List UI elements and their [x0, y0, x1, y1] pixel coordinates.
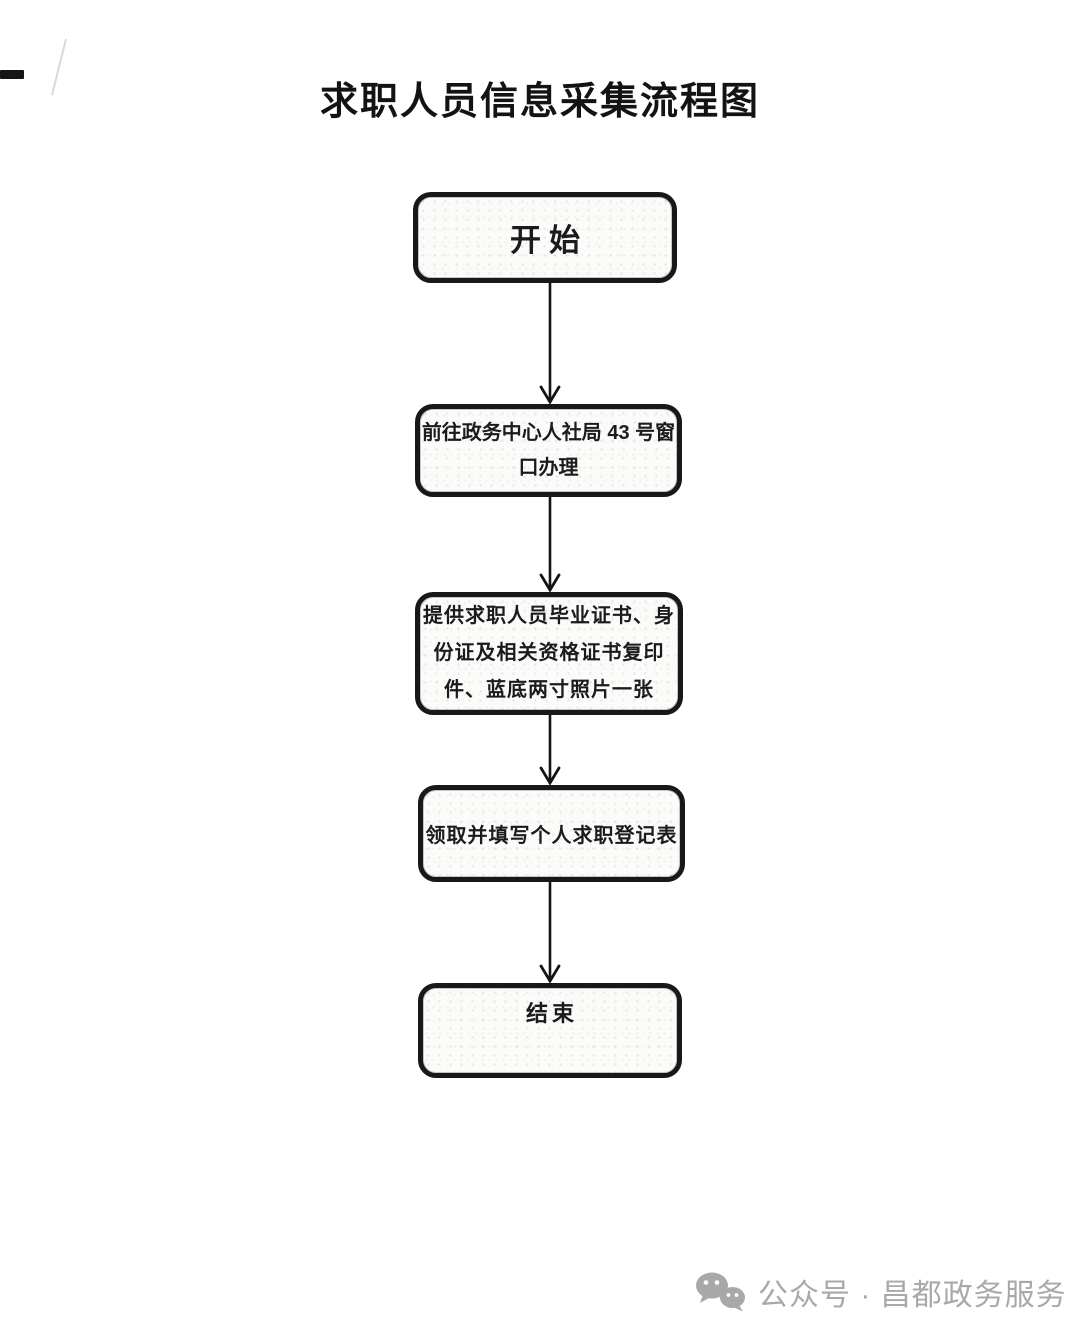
flow-arrow-down-2	[539, 497, 561, 592]
flow-arrow-down-3	[539, 715, 561, 785]
flow-node-start-label: 开始	[510, 223, 588, 258]
flow-node-end-label: 结束	[525, 1000, 578, 1026]
flow-node-start: 开始	[413, 192, 677, 283]
flow-node-step2: 提供求职人员毕业证书、身 份证及相关资格证书复印 件、蓝底两寸照片一张	[415, 592, 683, 715]
scan-artifact-dash	[0, 70, 24, 79]
flow-node-step3: 领取并填写个人求职登记表	[418, 785, 685, 882]
page-title: 求职人员信息采集流程图	[319, 81, 760, 123]
flow-node-step1-label: 前往政务中心人社局 43 号窗 口办理	[421, 421, 676, 479]
flow-arrow-down-1	[539, 283, 561, 404]
flow-node-step3-label: 领取并填写个人求职登记表	[425, 825, 678, 847]
watermark: 公众号 · 昌都政务服务	[694, 1270, 1067, 1314]
wechat-icon	[696, 1272, 745, 1312]
watermark-label: 公众号 · 昌都政务服务	[758, 1279, 1067, 1312]
flow-node-step2-label: 提供求职人员毕业证书、身 份证及相关资格证书复印 件、蓝底两寸照片一张	[423, 605, 675, 701]
flow-node-end: 结束	[418, 983, 682, 1078]
flow-arrow-down-4	[539, 882, 561, 983]
flow-node-step1: 前往政务中心人社局 43 号窗 口办理	[415, 404, 682, 497]
